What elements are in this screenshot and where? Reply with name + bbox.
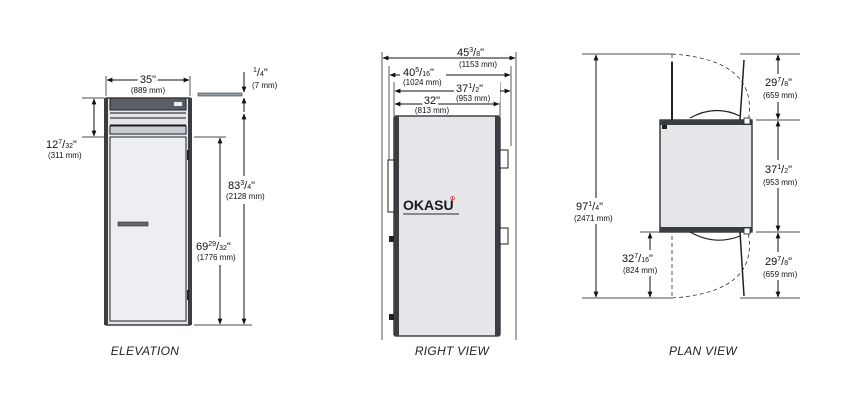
elevation-grille-top	[109, 97, 187, 111]
plan-top-door-open	[739, 59, 745, 121]
elevation-right-edge	[188, 98, 192, 325]
watermark-mark: Ф	[450, 196, 455, 203]
right-view-cabinet	[393, 115, 501, 337]
plan-top-swing-label: 297/8"	[765, 77, 792, 89]
plan-top-swing-mm: (659 mm)	[763, 91, 798, 100]
right-view-body-depth-mm: (813 mm)	[415, 106, 450, 115]
elevation-grille-label: 127/32"	[46, 139, 77, 151]
elevation-view: 35" (889 mm) 1/4" (7 mm) 127/32" (311 mm…	[46, 67, 278, 358]
right-view-hinge-bottom	[389, 314, 394, 320]
elevation-door-mm: (1776 mm)	[197, 253, 236, 262]
right-view-handle-depth-mm: (1024 mm)	[403, 78, 442, 87]
plan-door-clear-mm: (824 mm)	[623, 266, 658, 275]
elevation-width-mm: (889 mm)	[131, 86, 166, 95]
elevation-hinge-bottom	[187, 290, 189, 300]
elevation-top-gap-label: 1/4"	[253, 67, 268, 79]
elevation-badge	[174, 102, 182, 106]
plan-hinge-bottom	[743, 227, 751, 235]
plan-top-door-swing	[671, 53, 750, 123]
right-view-overall-mm: (1153 mm)	[459, 60, 497, 69]
plan-bottom-door-swing	[671, 231, 750, 299]
right-view-overall-label: 453/8"	[457, 47, 484, 59]
elevation-top-gap-plate	[197, 92, 243, 97]
plan-bottom-door-open	[739, 231, 745, 297]
plan-hinge-top	[743, 117, 751, 125]
elevation-caption: ELEVATION	[111, 344, 180, 358]
plan-view: 297/8" (659 mm) 371/2" (953 mm) 297/8" (…	[572, 53, 806, 358]
elevation-door	[109, 136, 187, 322]
plan-cabinet-mm: (953 mm)	[763, 178, 798, 187]
elevation-grille-louver	[109, 125, 187, 135]
elevation-door-handle	[117, 221, 149, 227]
elevation-top-gap-mm: (7 mm)	[252, 81, 278, 90]
elevation-grille-mm: (311 mm)	[48, 151, 82, 160]
right-view-handle-depth-label: 405/16"	[403, 67, 434, 79]
plan-cabinet-label: 371/2"	[765, 164, 792, 176]
plan-bottom-swing-mm: (659 mm)	[763, 270, 798, 279]
watermark-underline	[403, 213, 459, 215]
plan-bottom-swing-label: 297/8"	[765, 256, 792, 268]
elevation-door-label: 6929/32"	[196, 241, 231, 253]
right-view-cabinet-depth-label: 371/2"	[456, 83, 483, 95]
watermark-logo: OKASU	[403, 197, 454, 213]
right-view-door-edge	[394, 116, 399, 336]
right-view-body-depth-label: 32"	[424, 95, 440, 107]
elevation-hinge-top	[187, 150, 189, 160]
plan-cabinet	[659, 119, 753, 233]
right-view: OKASU Ф 453/8" (1153 mm) 405/16" (1024 m…	[381, 47, 517, 358]
right-view-rear-bracket-bottom	[499, 227, 509, 245]
right-view-caption: RIGHT VIEW	[415, 344, 491, 358]
right-view-rear-bracket-top	[499, 149, 509, 169]
elevation-width-label: 35"	[140, 74, 156, 86]
plan-overall-mm: (2471 mm)	[574, 214, 613, 223]
plan-overall-label: 971/4"	[576, 201, 603, 213]
plan-view-caption: PLAN VIEW	[669, 344, 738, 358]
right-view-door-handle	[387, 159, 395, 213]
elevation-height-mm: (2128 mm)	[226, 192, 265, 201]
elevation-height-label: 833/4"	[228, 180, 255, 192]
right-view-cabinet-depth-mm: (953 mm)	[456, 94, 491, 103]
right-view-hinge-mid	[389, 236, 394, 242]
right-view-back-edge	[495, 116, 500, 336]
plan-door-clear-label: 327/16"	[622, 253, 653, 265]
elevation-left-edge	[104, 98, 108, 325]
